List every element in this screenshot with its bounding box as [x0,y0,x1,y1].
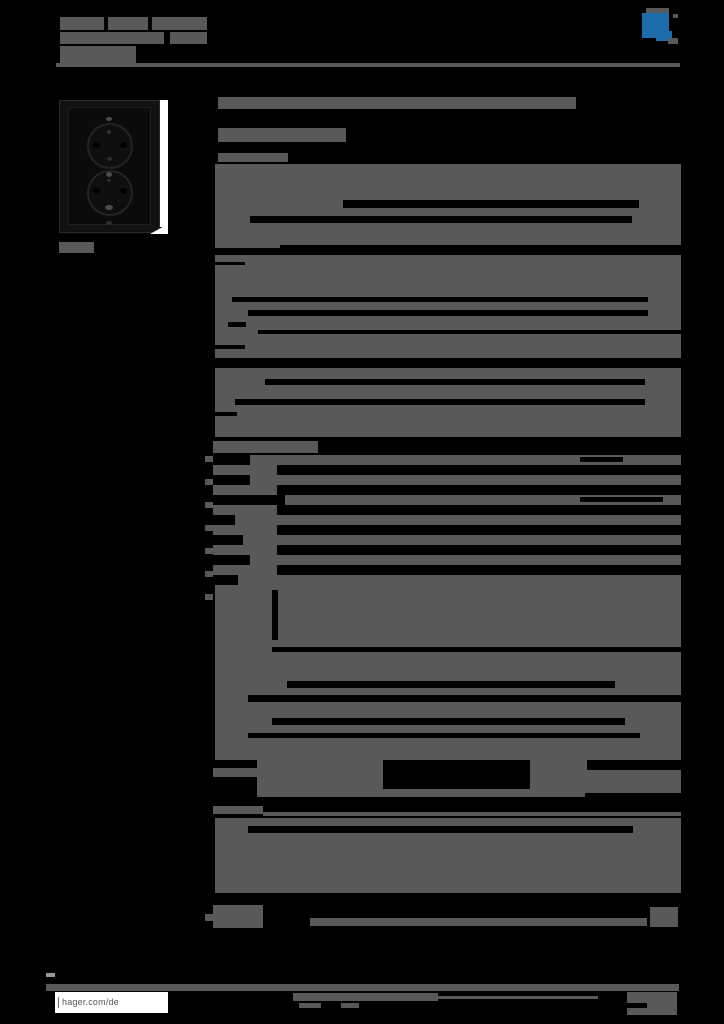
redacted-text-block [250,475,681,485]
line-gap [248,826,633,833]
line-gap [258,330,681,334]
redacted-text-block [213,505,277,515]
line-gap [248,310,648,316]
redacted-text-block [257,760,383,791]
redacted-text-block [170,32,207,44]
redacted-text-block [205,502,213,508]
redacted-text-block [60,17,104,30]
redacted-text-block [235,515,681,525]
line-gap [627,1003,647,1008]
redacted-text-block [627,992,677,1015]
redacted-text-block [213,485,277,495]
redacted-text-block [250,555,681,565]
redacted-text-block [205,525,213,531]
redacted-text-block [257,789,585,797]
line-gap [232,297,648,302]
redacted-text-block [215,585,681,647]
line-gap [250,216,632,223]
line-gap [280,245,681,248]
redacted-text-block [205,571,213,577]
redacted-text-block [46,973,55,977]
redacted-text-block [299,1003,321,1008]
footer-divider [58,997,59,1008]
redacted-text-block [213,525,277,535]
line-gap [265,379,645,385]
footer-link-box: hager.com/de [55,992,168,1013]
line-gap [248,733,640,738]
redacted-text-block [205,548,213,554]
redacted-text-block [59,242,94,253]
redacted-text-block [530,760,587,770]
redacted-text-block [285,495,681,505]
redacted-text-block [250,455,681,465]
redacted-text-block [205,456,213,462]
redacted-text-block [263,812,681,816]
line-gap [235,399,645,405]
redacted-text-block [60,32,164,44]
footer-link[interactable]: hager.com/de [62,997,119,1007]
redacted-text-block [160,100,168,227]
redacted-text-block [438,996,598,999]
redacted-text-block [668,38,678,44]
redacted-text-block [152,17,207,30]
redacted-text-block [530,770,681,793]
line-gap [215,345,245,349]
redacted-text-block [650,907,678,927]
redacted-text-block [205,914,213,921]
redacted-text-block [46,984,679,991]
line-gap [272,718,625,725]
redacted-text-block [656,31,672,41]
redacted-text-block [213,565,277,575]
line-gap [343,200,639,208]
line-gap [272,590,278,640]
redacted-text-block [205,479,213,485]
line-gap [228,322,246,327]
socket-outlet-top [87,123,133,169]
redacted-text-block [215,368,681,437]
redacted-text-block [60,46,136,65]
redacted-text-block [238,575,681,585]
redacted-text-block [56,63,680,67]
redacted-text-block [213,806,263,814]
redacted-text-block [646,8,669,13]
redacted-text-block [215,818,681,893]
redacted-text-block [215,255,681,358]
redacted-text-block [642,13,669,38]
redacted-text-block [215,647,272,652]
redacted-text-block [213,768,257,777]
redacted-text-block [205,594,213,600]
redacted-text-block [218,128,346,142]
redacted-text-block [218,153,288,162]
socket-outlet-bottom [87,170,133,216]
line-gap [580,457,623,462]
redacted-text-block [215,164,681,248]
line-gap [287,681,615,688]
line-gap [215,262,245,265]
redacted-text-block [218,97,576,109]
redacted-text-block [213,465,277,475]
redacted-text-block [673,14,678,18]
redacted-text-block [293,993,438,1001]
redacted-text-block [215,695,248,702]
redacted-text-block [213,905,263,928]
redacted-text-block [108,17,148,30]
redacted-text-block [213,545,277,555]
redacted-text-block [243,535,681,545]
line-gap [215,412,237,416]
redacted-text-block [310,918,647,926]
redacted-text-block [213,441,318,453]
redacted-text-block [215,702,681,760]
redacted-text-block [215,652,681,695]
line-gap [580,497,663,502]
redacted-text-block [341,1003,359,1008]
